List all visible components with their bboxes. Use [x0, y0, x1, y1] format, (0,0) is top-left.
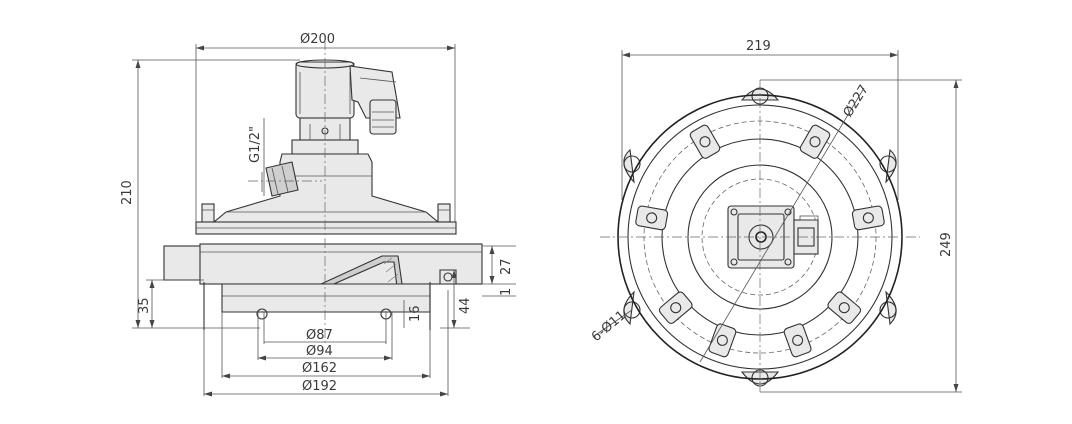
dimension-height-35: 35 — [137, 279, 204, 328]
dimension-dia-87: Ø87 — [263, 312, 387, 344]
dimension-thread: G1/2" — [248, 118, 265, 196]
dimension-bolt-circle: Ø227 — [841, 82, 872, 120]
valve-flange — [195, 221, 457, 235]
label-height-16: 16 — [408, 305, 423, 322]
label-height-35: 35 — [137, 297, 152, 314]
label-dia-162: Ø162 — [302, 361, 337, 376]
dimension-width: 219 — [621, 39, 899, 200]
dimension-dia-192: Ø192 — [203, 290, 449, 397]
label-dia-192: Ø192 — [302, 379, 337, 394]
label-top-diameter: Ø200 — [300, 32, 335, 47]
dimension-top-diameter: Ø200 — [195, 32, 456, 232]
side-view: Ø200 210 — [120, 32, 516, 397]
label-height-1: 1 — [499, 288, 514, 296]
label-dia-94: Ø94 — [306, 344, 333, 359]
label-height-27: 27 — [499, 258, 514, 275]
label-height: 249 — [939, 232, 954, 257]
dimension-height-total: 210 — [120, 59, 300, 329]
center-lines — [600, 80, 920, 392]
label-thread: G1/2" — [248, 126, 263, 163]
label-height-total: 210 — [120, 180, 135, 205]
valve-cover — [201, 153, 451, 223]
dimension-height-44: 44 — [440, 270, 473, 329]
label-bolt-circle: Ø227 — [841, 82, 872, 120]
label-height-44: 44 — [458, 297, 473, 314]
cover-bolts — [635, 124, 885, 358]
label-dia-87: Ø87 — [306, 328, 333, 343]
label-width: 219 — [746, 39, 771, 54]
dimension-height-16: 16 — [403, 300, 423, 328]
top-view: 219 249 — [589, 39, 962, 393]
dimension-dia-162: Ø162 — [221, 312, 431, 379]
dimension-dia-94: Ø94 — [257, 312, 393, 361]
label-holes: 6-Ø11 — [589, 308, 629, 345]
valve-lower-body — [163, 40, 483, 345]
dimension-height-27: 27 — [482, 245, 516, 285]
dimension-height: 249 — [760, 79, 962, 393]
dimension-height-1: 1 — [482, 288, 516, 297]
